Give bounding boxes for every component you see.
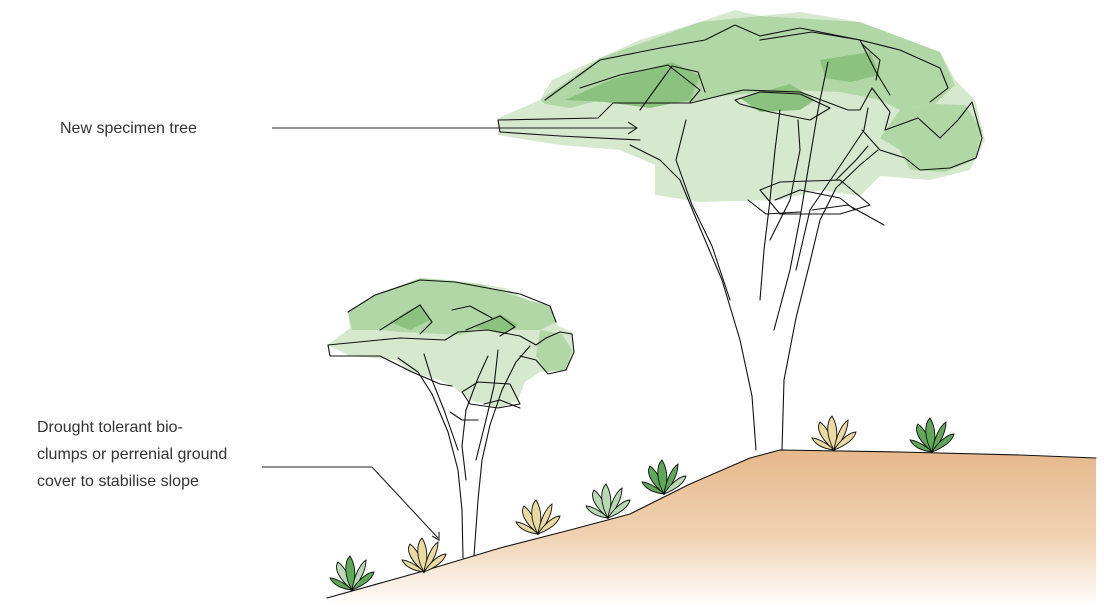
small-tree-canopy [328,278,574,408]
groundcover-clump [910,418,954,452]
groundcover-clump [330,556,374,590]
groundcover-clump [516,500,560,534]
large-tree-canopy [498,10,985,214]
large-specimen-tree [498,10,985,450]
ground-slope [327,450,1096,607]
groundcover-label-line-3: cover to stabilise slope [37,473,199,490]
groundcover-label-line-1: Drought tolerant bio- [37,419,183,436]
groundcover-label-line-2: clumps or perrenial ground [37,446,227,463]
annotation-groundcover: Drought tolerant bio- clumps or perrenia… [37,419,439,540]
groundcover-leader-line [262,467,438,538]
groundcover-clump [812,416,856,450]
groundcover-clump [586,484,630,518]
specimen-tree-label: New specimen tree [60,120,197,137]
